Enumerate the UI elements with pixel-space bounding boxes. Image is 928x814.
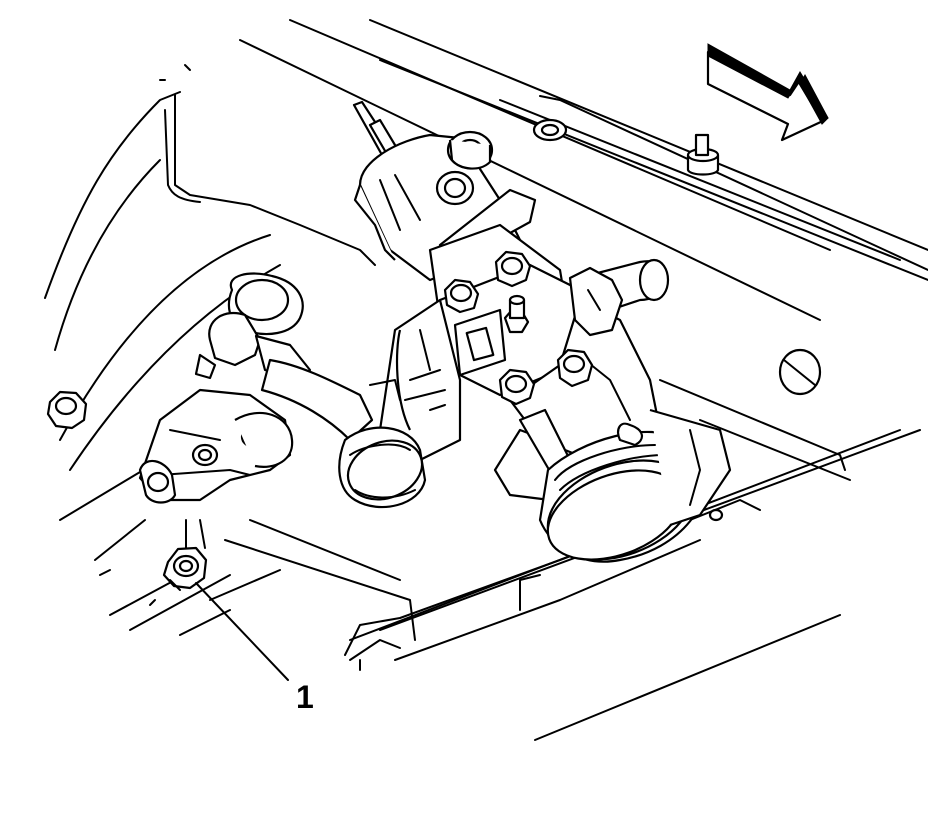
mounting-bracket (138, 388, 294, 504)
callout-1-label: 1 (296, 679, 314, 715)
body-stud (686, 133, 720, 176)
crossmember (224, 499, 761, 671)
gear-bolt-4 (498, 368, 536, 406)
left-frame-member (44, 64, 376, 636)
tie-rod-end (194, 272, 427, 509)
bleeder-valve (503, 294, 530, 334)
frame-bolt-left (46, 390, 88, 430)
gear-bolt-2 (443, 278, 480, 314)
gear-bolt-3 (556, 348, 594, 388)
frame-rails (239, 19, 928, 741)
frame-plug (778, 348, 822, 396)
retaining-nut (162, 519, 208, 591)
pressure-hose (568, 258, 670, 337)
grommet-top (532, 118, 568, 142)
gear-bolt-1 (494, 250, 532, 288)
gear-mounting-bolts (443, 250, 594, 406)
forward-arrow-icon (706, 43, 829, 142)
callout-1-leader (195, 582, 289, 681)
steering-gear (352, 100, 732, 563)
